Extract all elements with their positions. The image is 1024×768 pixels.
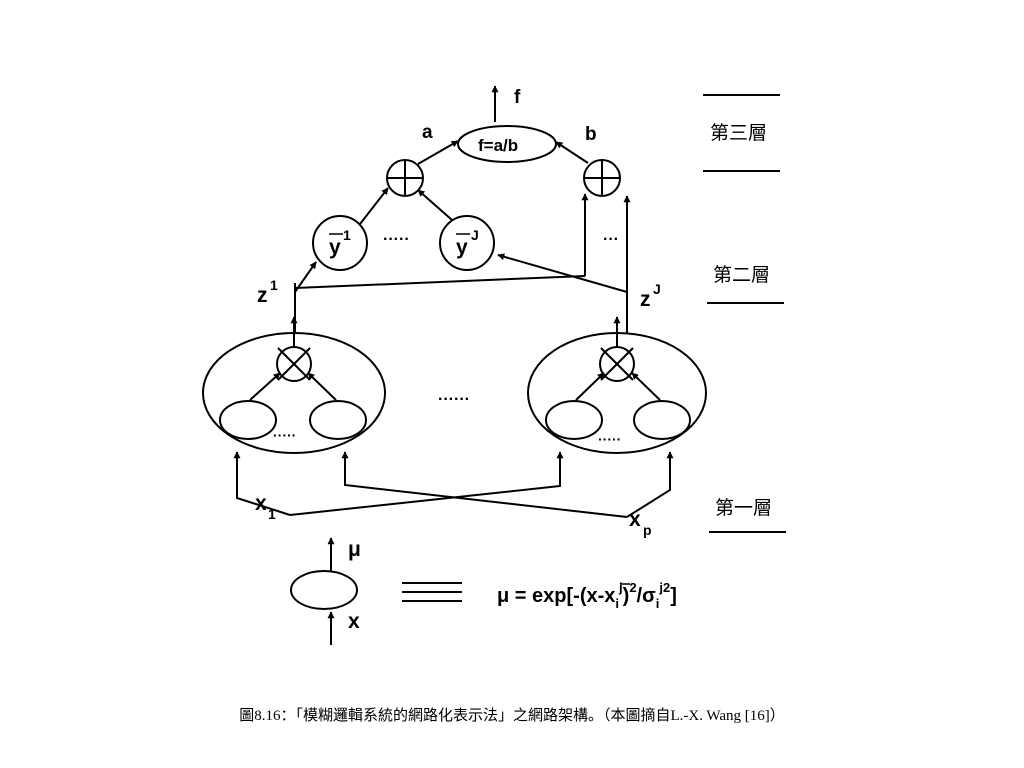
- y-J-label: y: [456, 236, 468, 259]
- formula-div: /σ: [637, 585, 657, 607]
- formula-prefix: μ = exp[-(x-: [497, 585, 604, 607]
- y-1-sup: 1: [343, 227, 351, 243]
- rule-1-inner-dots: ·····: [273, 427, 296, 443]
- b-dots: ···: [603, 231, 619, 248]
- x-p-sub: p: [643, 522, 652, 538]
- output-label: f: [514, 87, 521, 108]
- legend-mu-label: μ: [348, 538, 361, 561]
- x1-to-rule-J: [289, 451, 564, 516]
- formula-xbar: x: [604, 585, 615, 607]
- x-p-label: x: [629, 508, 641, 531]
- rule-J-inner-dots: ·····: [598, 431, 621, 447]
- formula-sup-j: j: [618, 580, 623, 595]
- formula-close: ): [623, 585, 630, 607]
- arrow-b: [555, 141, 589, 164]
- y-J-sup: J: [471, 227, 479, 243]
- y-1-label: y: [329, 236, 341, 259]
- x1-to-rule-1: [233, 451, 291, 516]
- z-1-sup: 1: [270, 277, 278, 293]
- rule-J-mf-right: [633, 400, 691, 440]
- z-1-label: z: [257, 284, 268, 307]
- z-J-label: z: [640, 288, 651, 311]
- rule-dots: ······: [438, 391, 470, 408]
- figure-caption: 圖8.16：「模糊邏輯系統的網路化表示法」之網路架構。（本圖摘自L.-X. Wa…: [239, 708, 785, 724]
- rule-J-mf-left: [545, 400, 603, 440]
- sum-a-label: a: [422, 122, 433, 143]
- x-1-sub: 1: [268, 506, 276, 522]
- xp-to-rule-J: [626, 451, 674, 518]
- formula-end: ]: [670, 585, 677, 607]
- formula-sup-2: 2: [629, 580, 636, 595]
- legend-formula: μ = exp[-(x-xij)2/σij2]: [497, 580, 677, 611]
- legend-mf-node: [290, 570, 358, 610]
- x-1-label: x: [255, 492, 267, 515]
- rule-1-mf-left: [219, 400, 277, 440]
- y-node-J: [439, 215, 495, 271]
- layer-2-label: 第二層: [713, 264, 770, 286]
- output-node-text: f=a/b: [478, 136, 518, 155]
- xp-to-rule-1: [341, 451, 628, 518]
- formula-sup-j2: j2: [658, 580, 670, 595]
- layer-3-label: 第三層: [710, 122, 767, 144]
- y-middle-dots: ·····: [383, 231, 410, 248]
- z-J-sup: J: [653, 281, 661, 297]
- arrow-a: [417, 140, 459, 165]
- y-node-1: [312, 215, 368, 271]
- formula-sub-i: i: [615, 596, 619, 611]
- legend-x-label: x: [348, 610, 360, 633]
- sum-b-label: b: [585, 124, 597, 145]
- formula-sub-i2: i: [656, 596, 660, 611]
- layer-1-label: 第一層: [715, 497, 772, 519]
- rule-1-mf-right: [309, 400, 367, 440]
